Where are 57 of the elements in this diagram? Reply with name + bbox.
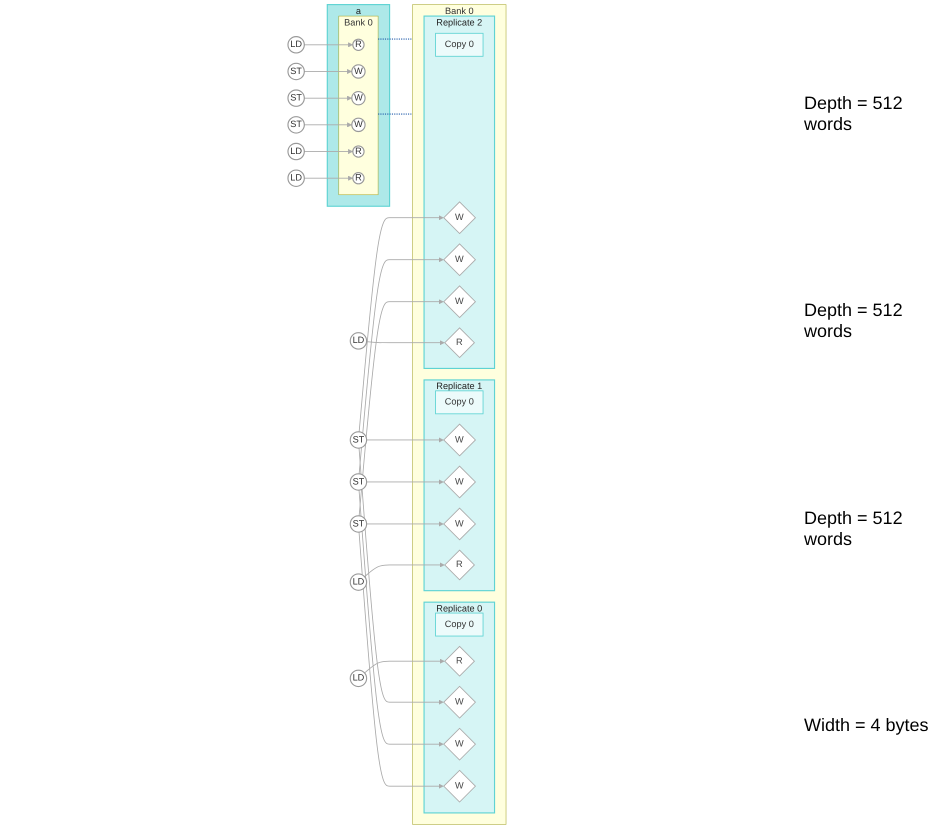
dimension-label: Depth = 512 words <box>804 508 904 550</box>
node-circle: ST <box>287 62 305 80</box>
arrow <box>358 448 444 705</box>
dimension-label: Depth = 512 words <box>804 300 904 342</box>
node-circle: W <box>351 64 366 79</box>
dimension-label: Width = 4 bytes <box>804 715 930 736</box>
node-circle: LD <box>287 169 305 187</box>
node-circle: LD <box>350 332 368 350</box>
node-circle: R <box>352 172 365 184</box>
node-box: Copy 0 <box>435 390 484 414</box>
arrow <box>366 521 444 526</box>
arrow <box>358 299 444 516</box>
arrow <box>304 176 354 181</box>
node-box: Copy 0 <box>435 32 484 57</box>
node-circle: W <box>351 118 366 132</box>
connector <box>378 38 413 40</box>
node-circle: ST <box>287 116 305 134</box>
node-circle: ST <box>350 515 368 533</box>
arrow <box>358 532 444 789</box>
node-diamond: W <box>443 424 476 456</box>
node-diamond: R <box>444 550 475 580</box>
node-diamond: R <box>444 327 475 358</box>
node-circle: R <box>352 145 365 158</box>
node-diamond: W <box>443 508 476 540</box>
node-circle: LD <box>350 573 368 591</box>
node-circle: ST <box>287 89 305 107</box>
node-diamond: W <box>443 770 476 803</box>
arrow <box>304 42 354 48</box>
arrow <box>304 68 352 74</box>
node-diamond: W <box>443 285 476 318</box>
node-circle: LD <box>287 36 305 54</box>
arrow <box>364 562 445 578</box>
node-diamond: W <box>443 243 476 276</box>
node-circle: LD <box>287 142 305 160</box>
node-diamond: W <box>443 466 476 498</box>
arrow <box>364 658 445 674</box>
node-circle: ST <box>350 473 368 491</box>
arrow <box>358 490 444 747</box>
node-circle: R <box>352 38 365 51</box>
node-circle: LD <box>350 670 368 688</box>
arrow <box>304 122 352 128</box>
arrow <box>304 96 352 101</box>
arrow <box>358 215 444 432</box>
dimension-label: Depth = 512 words <box>804 92 904 135</box>
arrow <box>366 479 444 484</box>
node-circle: W <box>351 90 366 106</box>
node-diamond: W <box>443 728 476 761</box>
arrow <box>358 257 444 474</box>
connector <box>378 113 413 115</box>
node-diamond: W <box>443 686 476 719</box>
arrow <box>366 437 444 442</box>
node-box: Copy 0 <box>435 612 484 636</box>
arrow <box>304 149 354 154</box>
node-diamond: W <box>443 201 476 234</box>
arrow <box>366 340 445 346</box>
node-diamond: R <box>444 646 475 677</box>
node-circle: ST <box>350 431 368 449</box>
